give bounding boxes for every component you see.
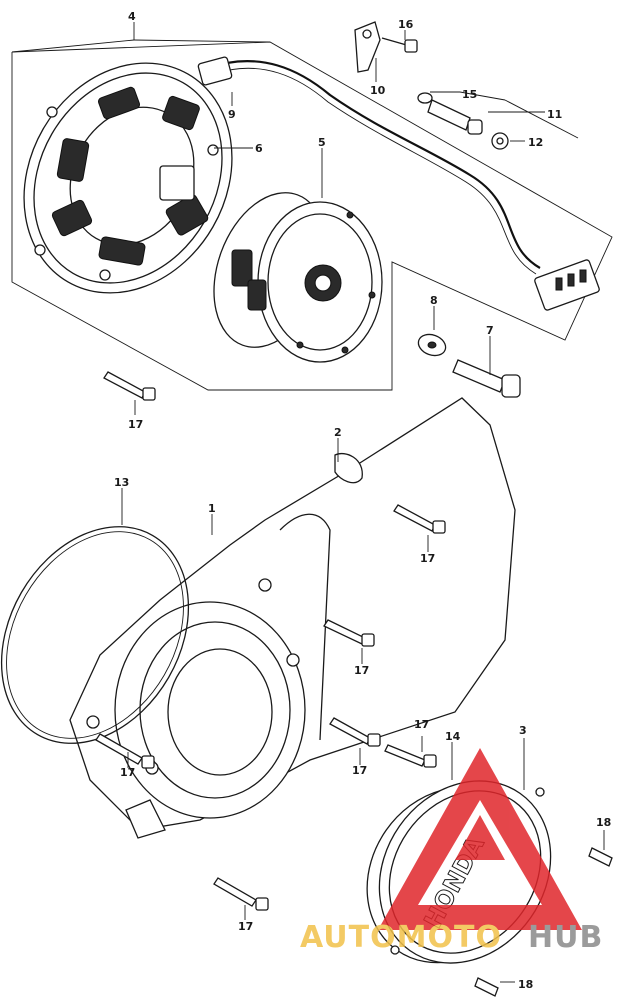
- stator: [23, 62, 233, 294]
- callout-8: 8: [430, 294, 438, 307]
- screw-17: [393, 504, 446, 534]
- gasket: [0, 526, 190, 744]
- callout-9: 9: [228, 108, 236, 121]
- callout-17: 17: [354, 664, 369, 677]
- stud-bolt-set: [417, 92, 509, 150]
- screws-18: [474, 847, 613, 997]
- screw-17: [103, 371, 156, 401]
- callout-11: 11: [547, 108, 562, 121]
- screw-17: [213, 877, 269, 911]
- callout-6: 6: [255, 142, 263, 155]
- rotor: [213, 192, 383, 363]
- screw-17: [95, 733, 155, 769]
- screw-17: [384, 744, 437, 768]
- callout-14: 14: [445, 730, 461, 743]
- leader-lines: [11, 22, 605, 983]
- callout-2: 2: [334, 426, 342, 439]
- callout-3: 3: [519, 724, 527, 737]
- callout-18: 18: [518, 978, 533, 991]
- callout-17: 17: [238, 920, 253, 933]
- callout-7: 7: [486, 324, 494, 337]
- automotohub-watermark: AUTOMOTO HUB: [300, 748, 603, 955]
- wire-harness: [197, 56, 600, 311]
- assembly-frame: [11, 41, 613, 391]
- screw-17: [329, 717, 381, 747]
- callout-5: 5: [318, 136, 326, 149]
- callout-17: 17: [120, 766, 135, 779]
- generator-cover: [69, 397, 516, 839]
- watermark-triangle-logo: [378, 748, 582, 930]
- callout-1: 1: [208, 502, 216, 515]
- callout-17: 17: [414, 718, 429, 731]
- callout-4: 4: [128, 10, 136, 23]
- screws-17: [95, 371, 446, 911]
- rotor-bolt-set: [417, 333, 521, 398]
- callout-17: 17: [352, 764, 367, 777]
- callout-13: 13: [114, 476, 129, 489]
- callout-16: 16: [398, 18, 414, 31]
- wire-clamp: [354, 21, 418, 73]
- callout-18: 18: [596, 816, 611, 829]
- screw-17: [323, 619, 375, 647]
- callout-17: 17: [420, 552, 435, 565]
- callout-labels: 4 16 10 9 15 11 12 6 5 8 7 17 2 13 1 17 …: [114, 10, 611, 991]
- watermark-text-automoto: AUTOMOTO: [300, 920, 502, 955]
- callout-12: 12: [528, 136, 543, 149]
- callout-15: 15: [462, 88, 477, 101]
- watermark-text-hub: HUB: [528, 920, 603, 955]
- callout-10: 10: [370, 84, 386, 97]
- callout-17: 17: [128, 418, 143, 431]
